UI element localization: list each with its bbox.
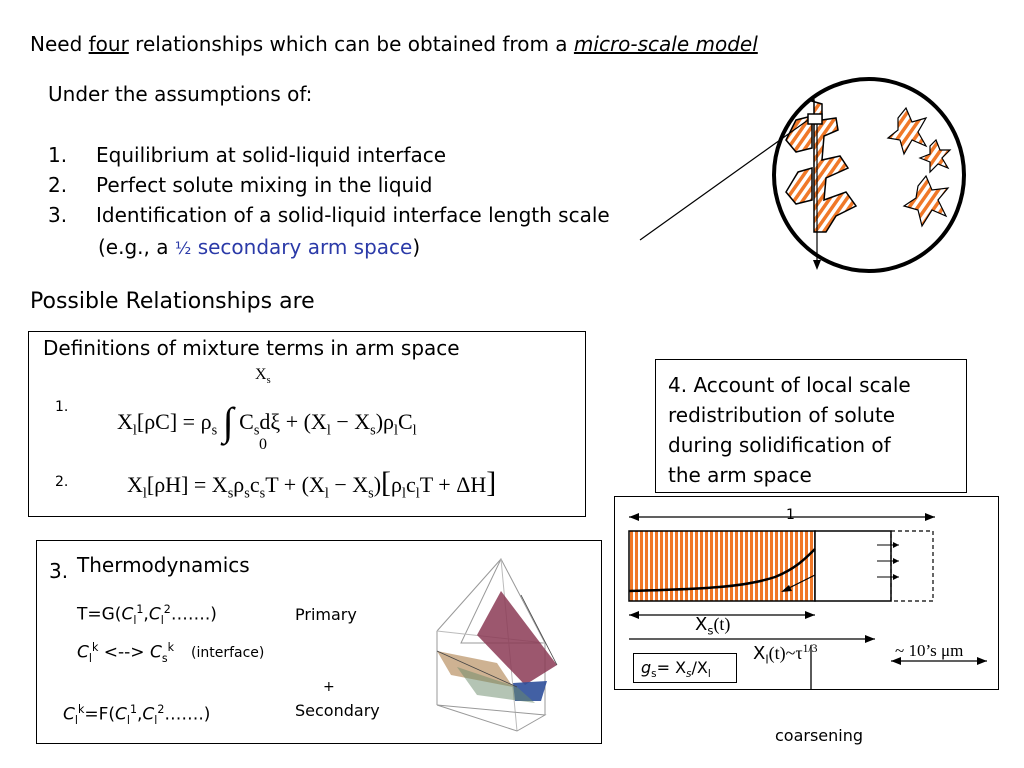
title-text: Need bbox=[30, 32, 89, 56]
definitions-title: Definitions of mixture terms in arm spac… bbox=[43, 336, 460, 360]
integral-upper-limit: Xs bbox=[255, 366, 271, 387]
thermo-number: 3. bbox=[49, 559, 69, 583]
possible-relationships-heading: Possible Relationships are bbox=[30, 289, 315, 314]
example-note: (e.g., a ½ secondary arm space) bbox=[98, 235, 421, 259]
dendrite-small bbox=[902, 174, 950, 228]
xs-label: Xs(t) bbox=[695, 614, 731, 638]
equation-2: Xl[ρH] = XsρscsT + (Xl − Xs)[ρlclT + ΔH] bbox=[127, 466, 497, 502]
box4-text: 4. Account of local scale redistribution… bbox=[668, 373, 911, 487]
gs-formula: gs= Xs/Xl bbox=[641, 658, 711, 681]
length-one-label: 1 bbox=[786, 507, 795, 523]
assumptions-heading: Under the assumptions of: bbox=[48, 82, 313, 106]
arrow-head bbox=[813, 260, 821, 270]
title-four: four bbox=[88, 32, 129, 56]
assumption-item: 2.Perfect solute mixing in the liquid bbox=[48, 173, 433, 197]
thermo-eq-1: T=G(Cl1,Cl2…….) bbox=[77, 603, 217, 628]
integral-lower-limit: 0 bbox=[259, 436, 267, 453]
zoom-marker bbox=[807, 113, 823, 125]
equation-number: 2. bbox=[55, 474, 69, 490]
primary-label: Primary bbox=[295, 605, 357, 624]
interface-label: (interface) bbox=[191, 645, 265, 661]
assumption-item: 3.Identification of a solid-liquid inter… bbox=[48, 203, 610, 227]
thermodynamics-box: 3. Thermodynamics T=G(Cl1,Cl2…….) Primar… bbox=[36, 540, 602, 744]
ternary-phase-diagram bbox=[436, 557, 558, 732]
title-micro-scale: micro-scale model bbox=[573, 32, 758, 56]
coarsened-region bbox=[890, 530, 934, 602]
dendrite-illustration bbox=[639, 77, 966, 273]
local-redistribution-box: 4. Account of local scale redistribution… bbox=[655, 359, 967, 493]
equation-1: Xl[ρC] = ρs ∫ Csdξ + (Xl − Xs)ρlCl bbox=[117, 399, 417, 444]
xl-label: Xl(t)~τ1/3 bbox=[753, 642, 818, 667]
title-text-2: relationships which can be obtained from… bbox=[128, 32, 574, 56]
equation-number: 1. bbox=[55, 399, 69, 415]
dendrite-small bbox=[918, 138, 952, 174]
liquid-region bbox=[814, 530, 892, 602]
coarsening-label: coarsening bbox=[775, 726, 864, 745]
zoom-line bbox=[639, 119, 809, 241]
arm-space-diagram: 1 Xs(t) Xl(t)~τ1/3 ~ 10’s μm gs= Xs/Xl bbox=[614, 496, 999, 690]
gs-box: gs= Xs/Xl bbox=[633, 653, 737, 683]
page-title: Need four relationships which can be obt… bbox=[30, 32, 758, 56]
concentration-profile bbox=[628, 548, 816, 593]
secondary-label: Secondary bbox=[295, 701, 380, 720]
dendrite-small bbox=[886, 106, 928, 156]
thermo-eq-2: Clk <--> Csk bbox=[77, 641, 174, 666]
length-scale-label: ~ 10’s μm bbox=[895, 641, 964, 660]
assumption-item: 1.Equilibrium at solid-liquid interface bbox=[48, 143, 447, 167]
definitions-box: Definitions of mixture terms in arm spac… bbox=[28, 331, 586, 517]
thermo-eq-3: Clk=F(Cl1,Cl2…….) bbox=[63, 703, 211, 728]
secondary-arm-space: secondary arm space bbox=[191, 235, 413, 259]
thermo-title: Thermodynamics bbox=[77, 553, 250, 577]
plus-label: + bbox=[323, 679, 335, 695]
